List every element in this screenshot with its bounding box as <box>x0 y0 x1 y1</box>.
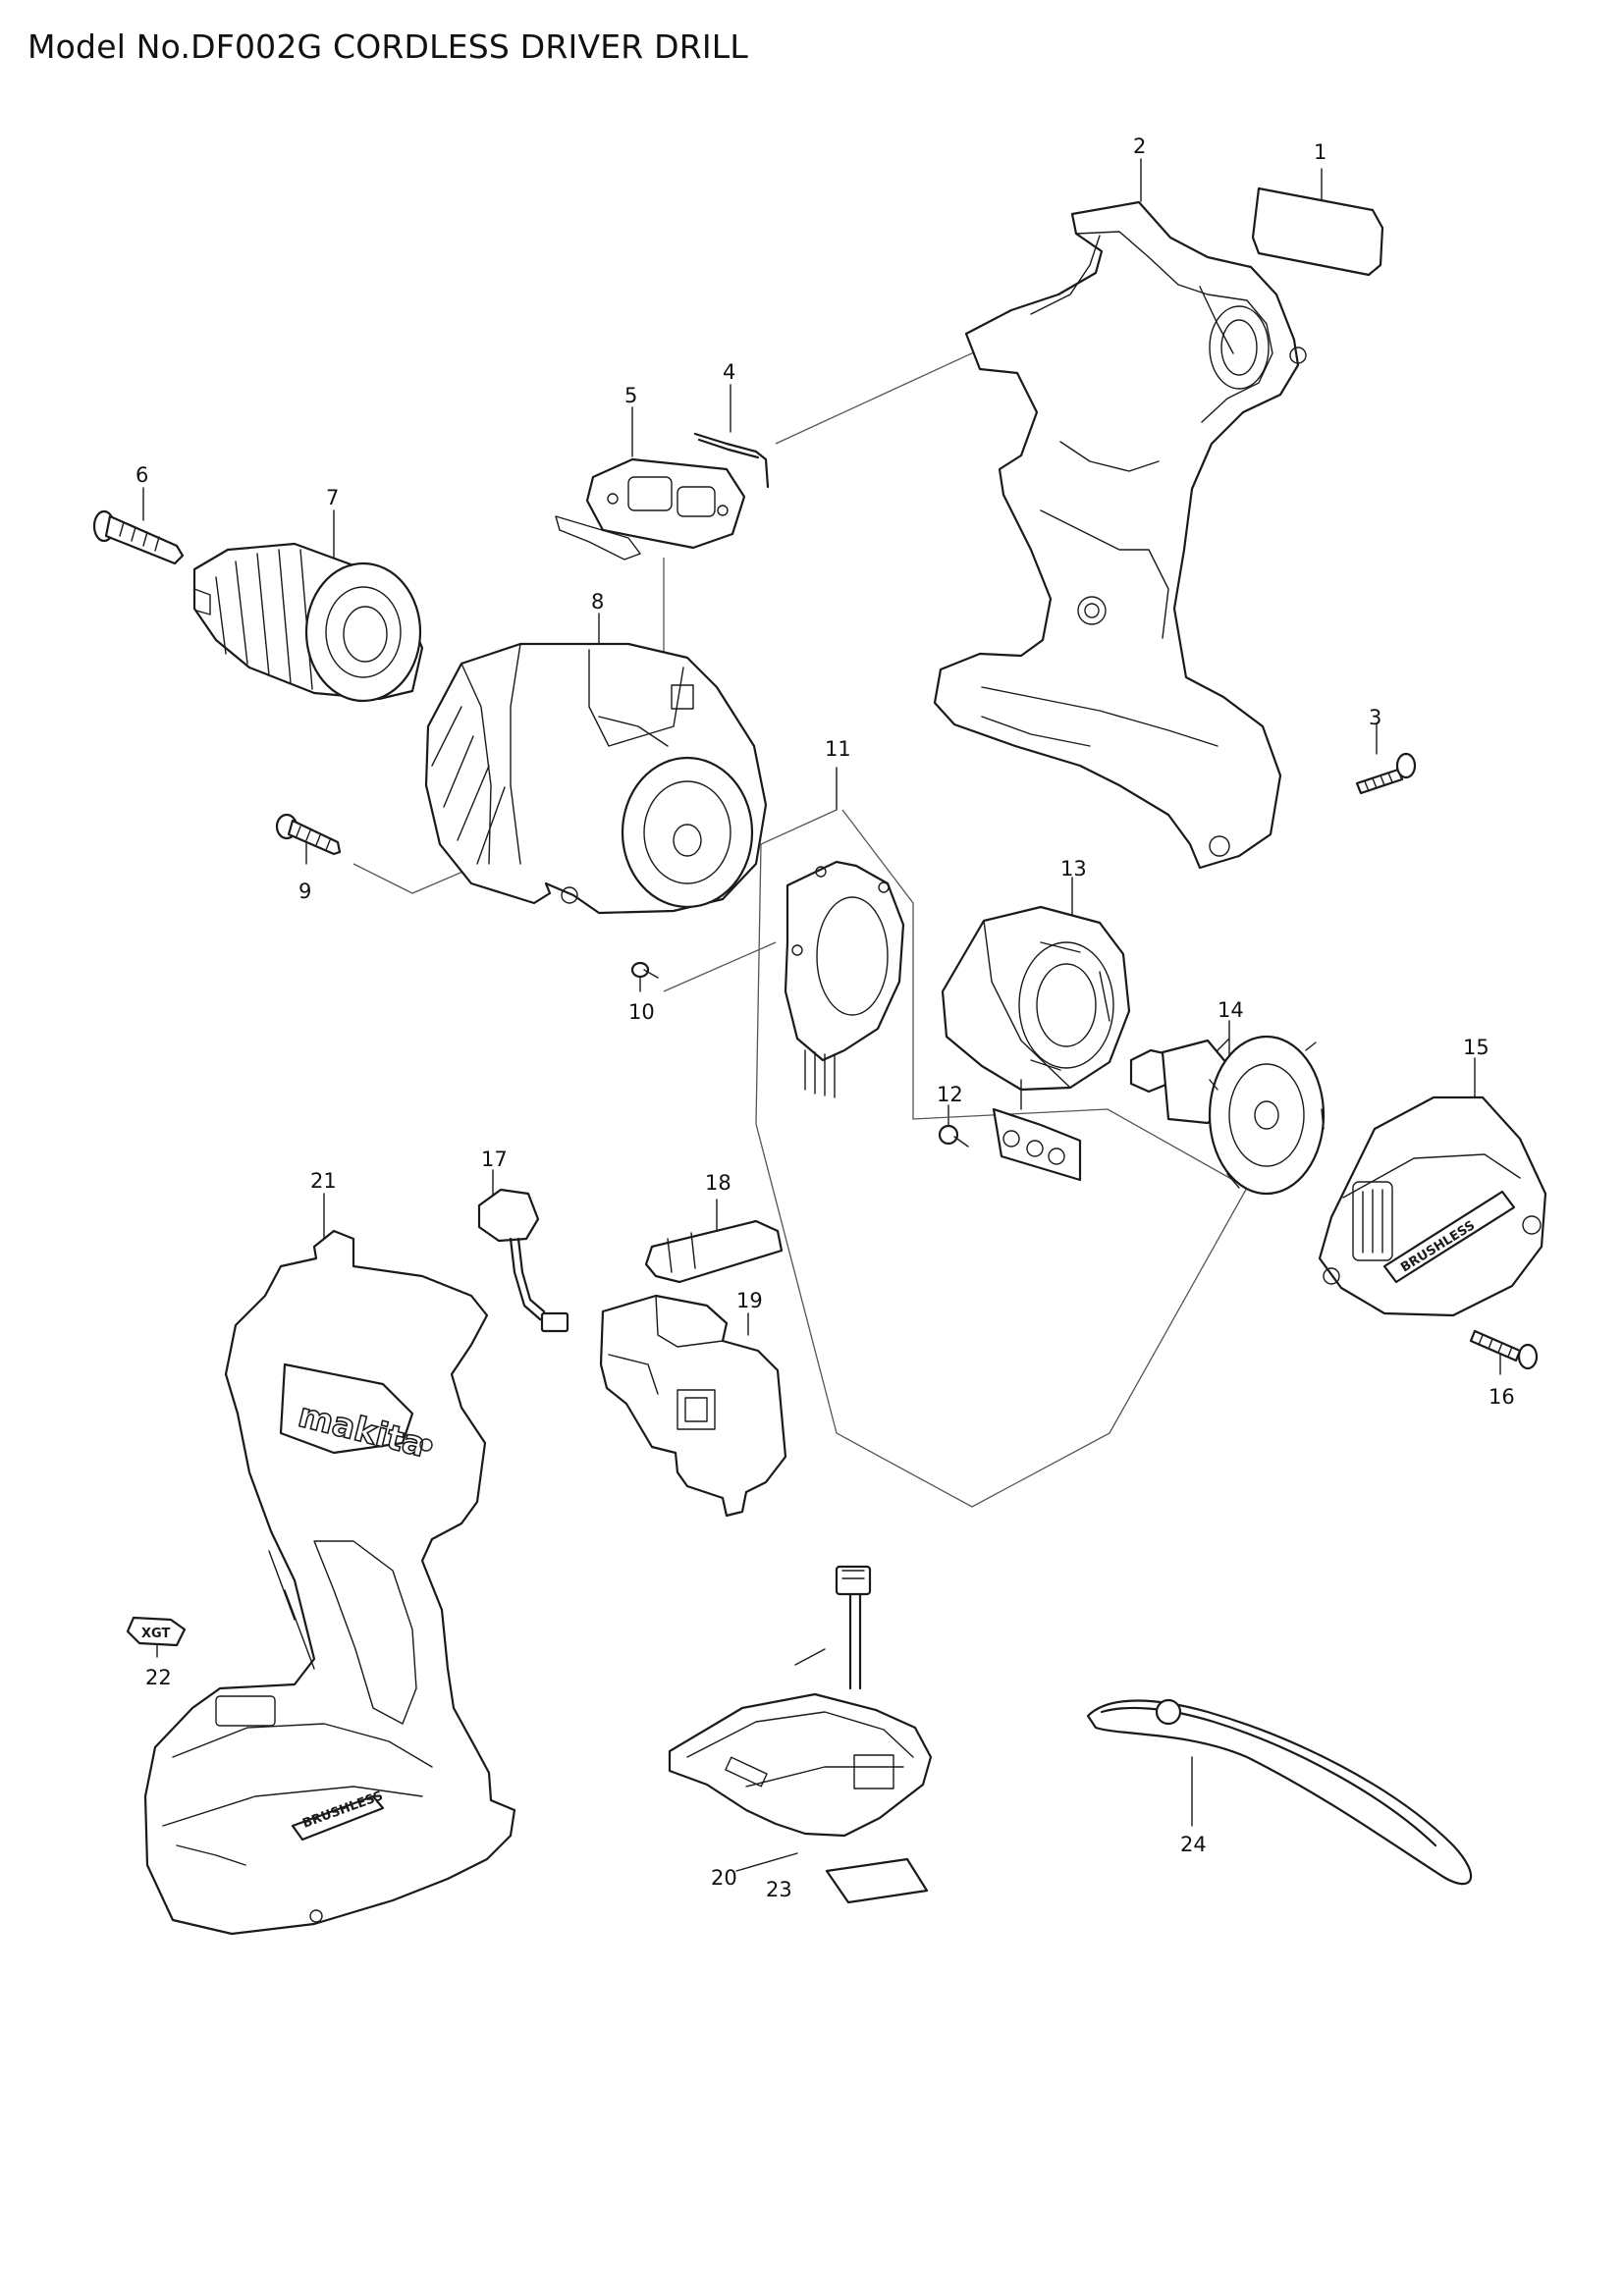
part-22-badge: XGT <box>126 1616 187 1647</box>
part-21-housing-left: makita BRUSHLESS <box>143 1229 516 1936</box>
part-4-leaf-spring <box>693 432 770 489</box>
callout-9: 9 <box>298 880 311 903</box>
part-16-screw <box>1469 1329 1539 1370</box>
callout-14: 14 <box>1218 998 1244 1022</box>
callout-8: 8 <box>591 590 604 614</box>
callout-1: 1 <box>1314 140 1326 164</box>
part-24-strap <box>1086 1698 1473 1886</box>
callout-6: 6 <box>135 463 148 487</box>
part-11-sensor-board <box>784 860 905 1098</box>
callout-numbers: 1 2 3 4 5 6 7 8 9 10 11 12 13 14 15 16 1… <box>135 134 1515 1901</box>
callout-2: 2 <box>1133 134 1146 158</box>
part-9-screw <box>275 813 342 856</box>
part-2-housing-right <box>933 200 1307 870</box>
callout-12: 12 <box>937 1083 963 1106</box>
callout-5: 5 <box>624 384 637 407</box>
part-8-gear-assembly <box>424 642 768 915</box>
part-12-small-screw <box>938 1124 969 1148</box>
callout-13: 13 <box>1060 857 1087 881</box>
part-7-keyless-chuck <box>192 542 424 703</box>
part-10-small-screw <box>630 961 659 979</box>
part-3-screw <box>1355 752 1417 795</box>
callout-20: 20 <box>711 1866 737 1890</box>
part-20-terminal <box>668 1565 933 1838</box>
callout-11: 11 <box>825 737 851 761</box>
callout-16: 16 <box>1489 1385 1515 1409</box>
xgt-badge-text: XGT <box>141 1627 170 1641</box>
part-18-button-cap <box>644 1219 784 1284</box>
part-15-rear-cover: BRUSHLESS <box>1318 1095 1547 1317</box>
callout-4: 4 <box>723 360 735 384</box>
callout-15: 15 <box>1463 1036 1489 1059</box>
callout-23: 23 <box>766 1878 792 1901</box>
callout-18: 18 <box>705 1171 731 1195</box>
part-1-label <box>1251 187 1384 277</box>
part-19-switch <box>599 1294 787 1518</box>
part-13-stator <box>941 905 1131 1182</box>
part-14-rotor <box>1129 1035 1326 1196</box>
part-23-label <box>825 1857 929 1904</box>
callout-3: 3 <box>1369 706 1381 729</box>
callout-17: 17 <box>481 1148 508 1171</box>
part-5-shift-lever <box>555 457 746 561</box>
callout-19: 19 <box>736 1289 763 1312</box>
part-17-led-circuit <box>477 1188 569 1333</box>
callout-22: 22 <box>145 1666 172 1689</box>
part-6-screw <box>92 509 185 565</box>
callout-24: 24 <box>1180 1833 1207 1856</box>
callout-10: 10 <box>628 1000 655 1024</box>
callout-7: 7 <box>326 486 339 509</box>
page-title: Model No.DF002G CORDLESS DRIVER DRILL <box>27 27 748 66</box>
callout-21: 21 <box>310 1169 337 1193</box>
leader-lines <box>142 158 1501 1872</box>
